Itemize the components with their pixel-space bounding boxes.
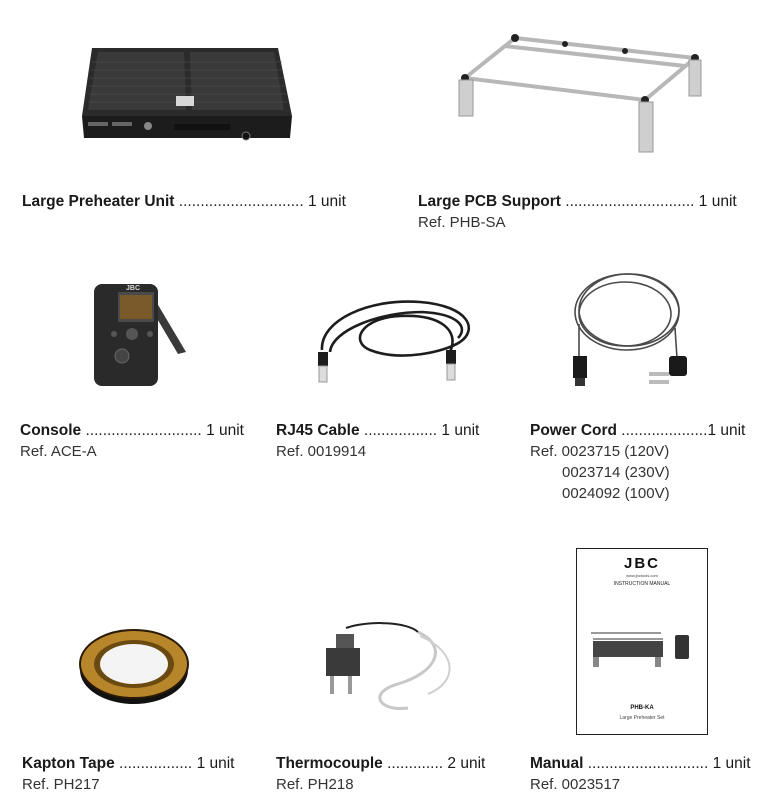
preheater-unit-image — [82, 48, 292, 141]
item-quantity: 1 unit — [698, 193, 737, 210]
item-name: Manual — [530, 755, 584, 772]
item-quantity: 1 unit — [712, 755, 751, 772]
leader-dots: ................. — [363, 422, 438, 439]
leader-dots: ............................. — [178, 193, 304, 210]
item-reference: Ref. PHB-SA — [418, 214, 506, 231]
item-name: Large Preheater Unit — [22, 193, 175, 210]
item-quantity: 1 unit — [441, 422, 480, 439]
leader-dots: .................... — [621, 422, 708, 439]
item-reference: Ref. PH218 — [276, 776, 354, 793]
leader-dots: ............................ — [587, 755, 709, 772]
item-caption-power-cord: Power Cord ....................1 unit — [530, 420, 745, 441]
manual-url: www.jbctools.com — [626, 573, 658, 578]
item-name: Kapton Tape — [22, 755, 115, 772]
manual-title: INSTRUCTION MANUAL — [613, 581, 671, 587]
item-name: Large PCB Support — [418, 193, 561, 210]
item-name: Thermocouple — [276, 755, 383, 772]
item-caption-manual: Manual ............................ 1 un… — [530, 753, 751, 774]
item-reference: 0024092 (100V) — [562, 485, 670, 502]
item-reference: Ref. ACE-A — [20, 443, 97, 460]
item-caption-pcb-support: Large PCB Support ......................… — [418, 191, 737, 212]
item-caption-console: Console ........................... 1 un… — [20, 420, 244, 441]
manual-product-image — [591, 632, 689, 667]
item-name: Console — [20, 422, 82, 439]
item-caption-rj45-cable: RJ45 Cable ................. 1 unit — [276, 420, 479, 441]
leader-dots: ................. — [119, 755, 193, 772]
leader-dots: .............................. — [565, 193, 695, 210]
kapton-tape-image — [79, 629, 189, 704]
power-cord-image — [573, 273, 687, 386]
item-name: RJ45 Cable — [276, 422, 360, 439]
item-reference: Ref. 0023517 — [530, 776, 621, 793]
item-quantity: 2 unit — [447, 755, 486, 772]
manual-model: PHB-KA — [630, 705, 654, 711]
console-image: JBC — [94, 284, 186, 386]
item-caption-thermocouple: Thermocouple ............. 2 unit — [276, 753, 485, 774]
item-caption-preheater: Large Preheater Unit ...................… — [22, 191, 346, 212]
rj45-cable-image — [318, 300, 471, 383]
item-reference: 0023714 (230V) — [562, 464, 670, 481]
console-brand-text: JBC — [126, 285, 140, 292]
leader-dots: ........................... — [85, 422, 202, 439]
item-quantity: 1 unit — [707, 422, 746, 439]
pcb-support-image — [458, 34, 702, 153]
item-reference: Ref. PH217 — [22, 776, 100, 793]
item-reference: Ref. 0023715 (120V) — [530, 443, 670, 460]
leader-dots: ............. — [387, 755, 444, 772]
thermocouple-image — [326, 622, 451, 711]
item-caption-kapton-tape: Kapton Tape ................. 1 unit — [22, 753, 234, 774]
item-reference: Ref. 0019914 — [276, 443, 367, 460]
manual-subtitle: Large Preheater Set — [619, 715, 665, 721]
manual-brand-logo: JBC — [623, 555, 660, 572]
item-quantity: 1 unit — [307, 193, 346, 210]
item-quantity: 1 unit — [196, 755, 235, 772]
item-name: Power Cord — [530, 422, 617, 439]
manual-cover: JBC www.jbctools.com INSTRUCTION MANUAL … — [576, 548, 708, 735]
item-quantity: 1 unit — [206, 422, 244, 439]
